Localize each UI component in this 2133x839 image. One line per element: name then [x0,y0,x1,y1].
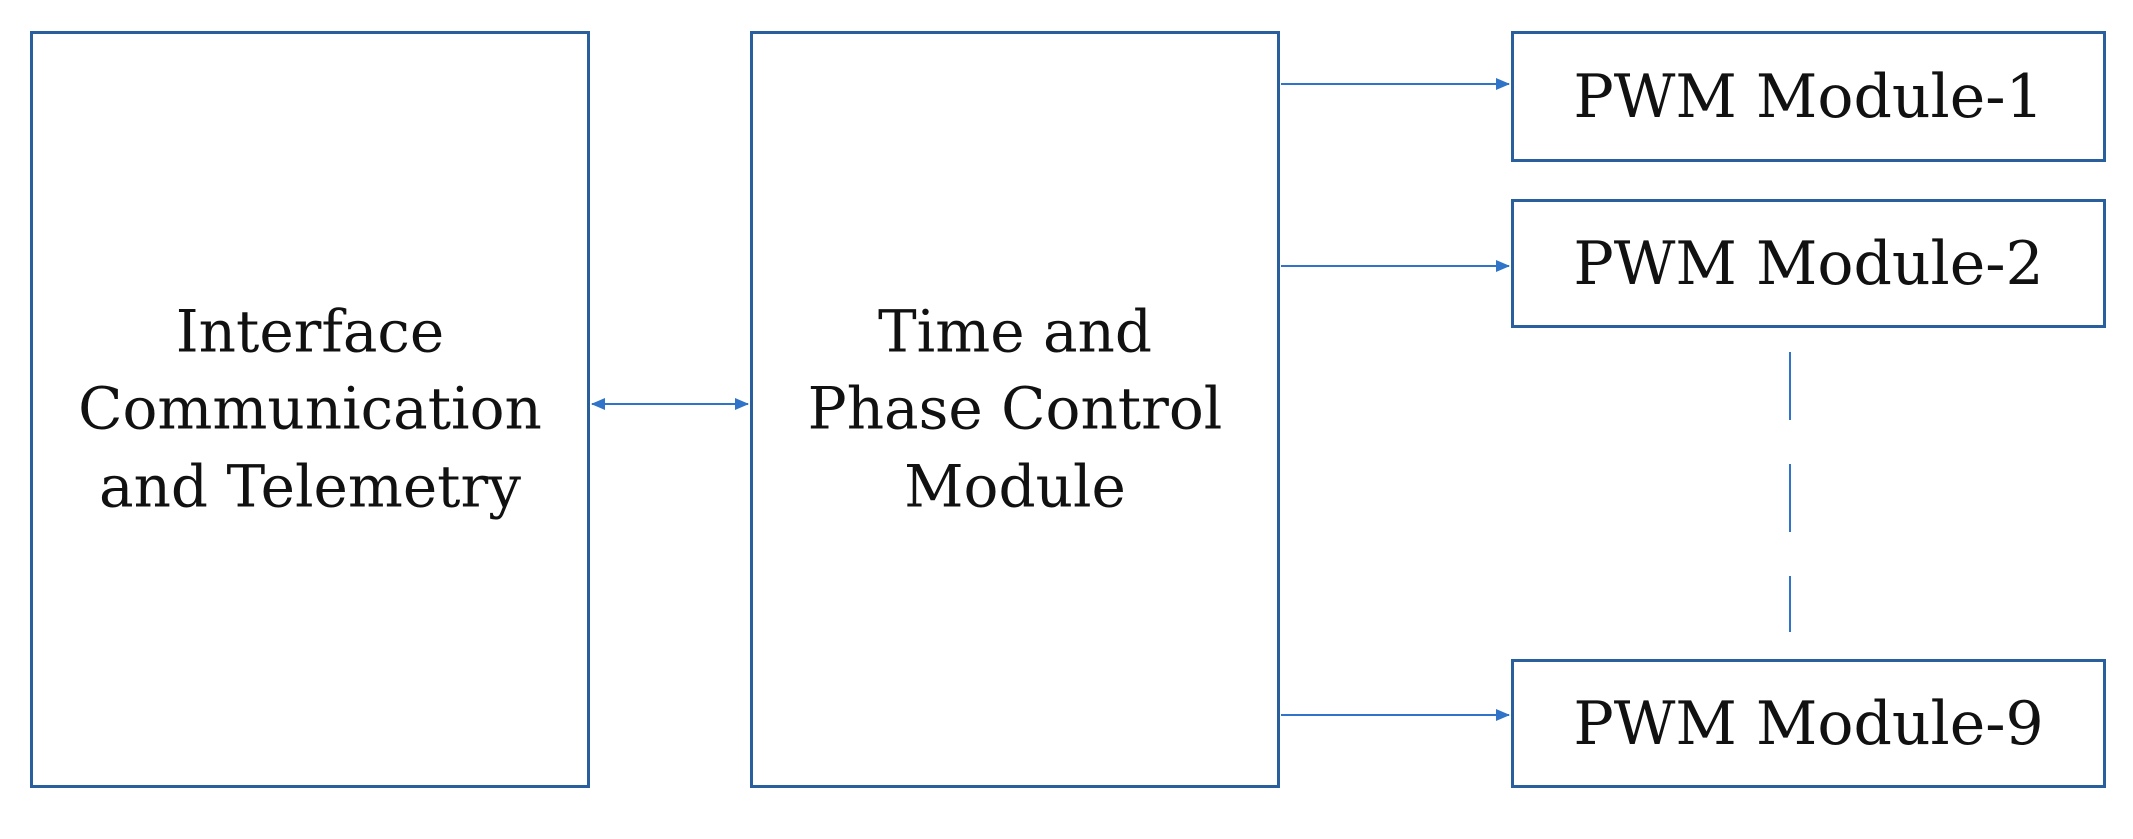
pwm-module-9-block: PWM Module-9 [1511,659,2106,788]
interface-communication-telemetry-block: Interface Communication and Telemetry [30,31,590,788]
pwm-module-9-label: PWM Module-9 [1573,688,2044,759]
time-phase-control-label: Time and Phase Control Module [807,296,1223,521]
pwm-module-1-block: PWM Module-1 [1511,31,2106,162]
pwm-module-2-label: PWM Module-2 [1573,228,2044,299]
time-phase-control-block: Time and Phase Control Module [750,31,1280,788]
pwm-module-2-block: PWM Module-2 [1511,199,2106,328]
interface-communication-telemetry-label: Interface Communication and Telemetry [78,296,542,521]
pwm-module-1-label: PWM Module-1 [1573,61,2044,132]
